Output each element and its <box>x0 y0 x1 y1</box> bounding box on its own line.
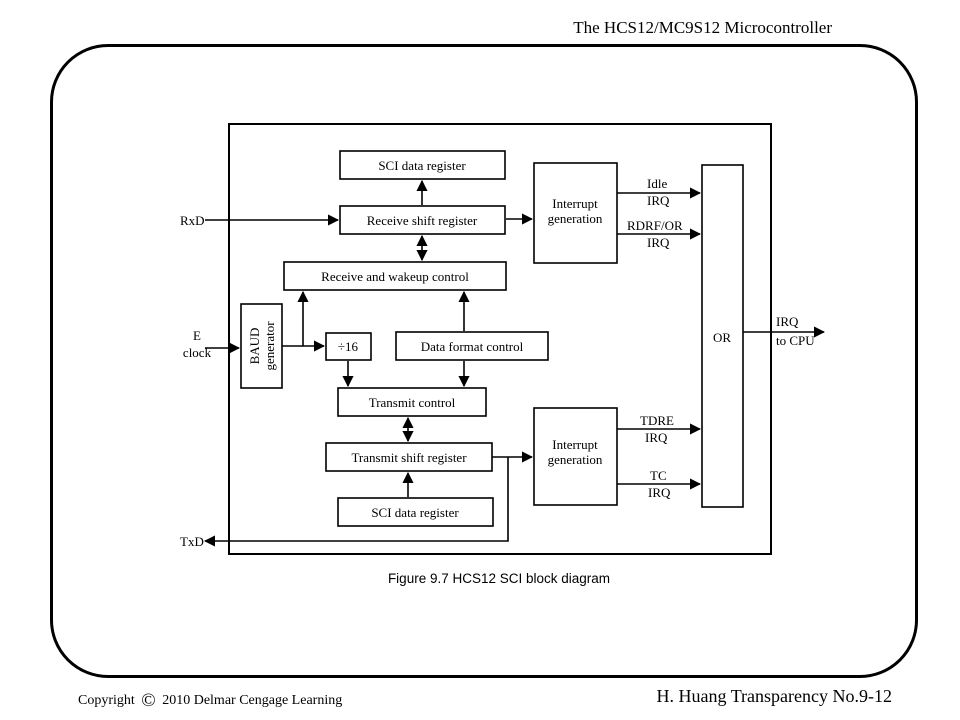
copyright-notice: Copyright © 2010 Delmar Cengage Learning <box>78 690 342 712</box>
slide-frame <box>50 44 918 678</box>
sci-data-register-bottom-label: SCI data register <box>371 505 459 520</box>
idle-label: Idle <box>647 176 667 191</box>
interrupt-bottom-label-2: generation <box>548 452 603 467</box>
receive-wakeup-control-label: Receive and wakeup control <box>321 269 469 284</box>
sci-data-register-top-label: SCI data register <box>378 158 466 173</box>
copyright-text: 2010 Delmar Cengage Learning <box>162 693 343 708</box>
rxd-label: RxD <box>180 213 205 228</box>
divide-by-16-block <box>325 332 372 361</box>
page-header-title: The HCS12/MC9S12 Microcontroller <box>573 18 832 37</box>
tdre-label: TDRE <box>640 413 674 428</box>
figure-border <box>228 123 772 555</box>
interrupt-top-label-1: Interrupt <box>552 196 598 211</box>
sci-data-register-top-block <box>339 150 506 180</box>
tc-irq-label: IRQ <box>648 485 671 500</box>
interrupt-generation-top-block <box>533 162 618 264</box>
interrupt-generation-bottom-block <box>533 407 618 506</box>
e-clock-label-1: E <box>193 328 201 343</box>
irq-out-label-2: to CPU <box>776 333 815 348</box>
receive-shift-register-label: Receive shift register <box>367 213 478 228</box>
baud-generator-label-1: BAUD <box>247 328 262 365</box>
txd-output-arrow <box>203 457 509 547</box>
copyright-symbol: © <box>141 690 156 711</box>
e-clock-label-2: clock <box>183 345 212 360</box>
copyright-prefix: Copyright <box>78 693 135 708</box>
divide-by-16-label: ÷16 <box>338 339 359 354</box>
transparency-number: H. Huang Transparency No.9-12 <box>656 686 892 706</box>
baud-generator-block <box>240 303 283 389</box>
rdrf-irq-label: IRQ <box>647 235 670 250</box>
interrupt-top-label-2: generation <box>548 211 603 226</box>
txd-label: TxD <box>180 534 204 549</box>
transmit-shift-register-label: Transmit shift register <box>351 450 467 465</box>
transmit-shift-register-block <box>325 442 493 472</box>
irq-out-label-1: IRQ <box>776 314 799 329</box>
data-format-control-label: Data format control <box>421 339 524 354</box>
rdrf-label: RDRF/OR <box>627 218 683 233</box>
data-format-control-block <box>395 331 549 361</box>
tdre-irq-label: IRQ <box>645 430 668 445</box>
figure-caption: Figure 9.7 HCS12 SCI block diagram <box>388 571 610 586</box>
receive-wakeup-control-block <box>283 261 507 291</box>
receive-shift-register-block <box>339 205 506 235</box>
baud-generator-label-2: generator <box>262 321 277 371</box>
transmit-control-label: Transmit control <box>369 395 456 410</box>
interrupt-bottom-label-1: Interrupt <box>552 437 598 452</box>
or-gate-block <box>701 164 744 508</box>
transmit-control-block <box>337 387 487 417</box>
or-gate-label: OR <box>713 330 731 345</box>
tc-label: TC <box>650 468 667 483</box>
idle-irq-label: IRQ <box>647 193 670 208</box>
sci-data-register-bottom-block <box>337 497 494 527</box>
